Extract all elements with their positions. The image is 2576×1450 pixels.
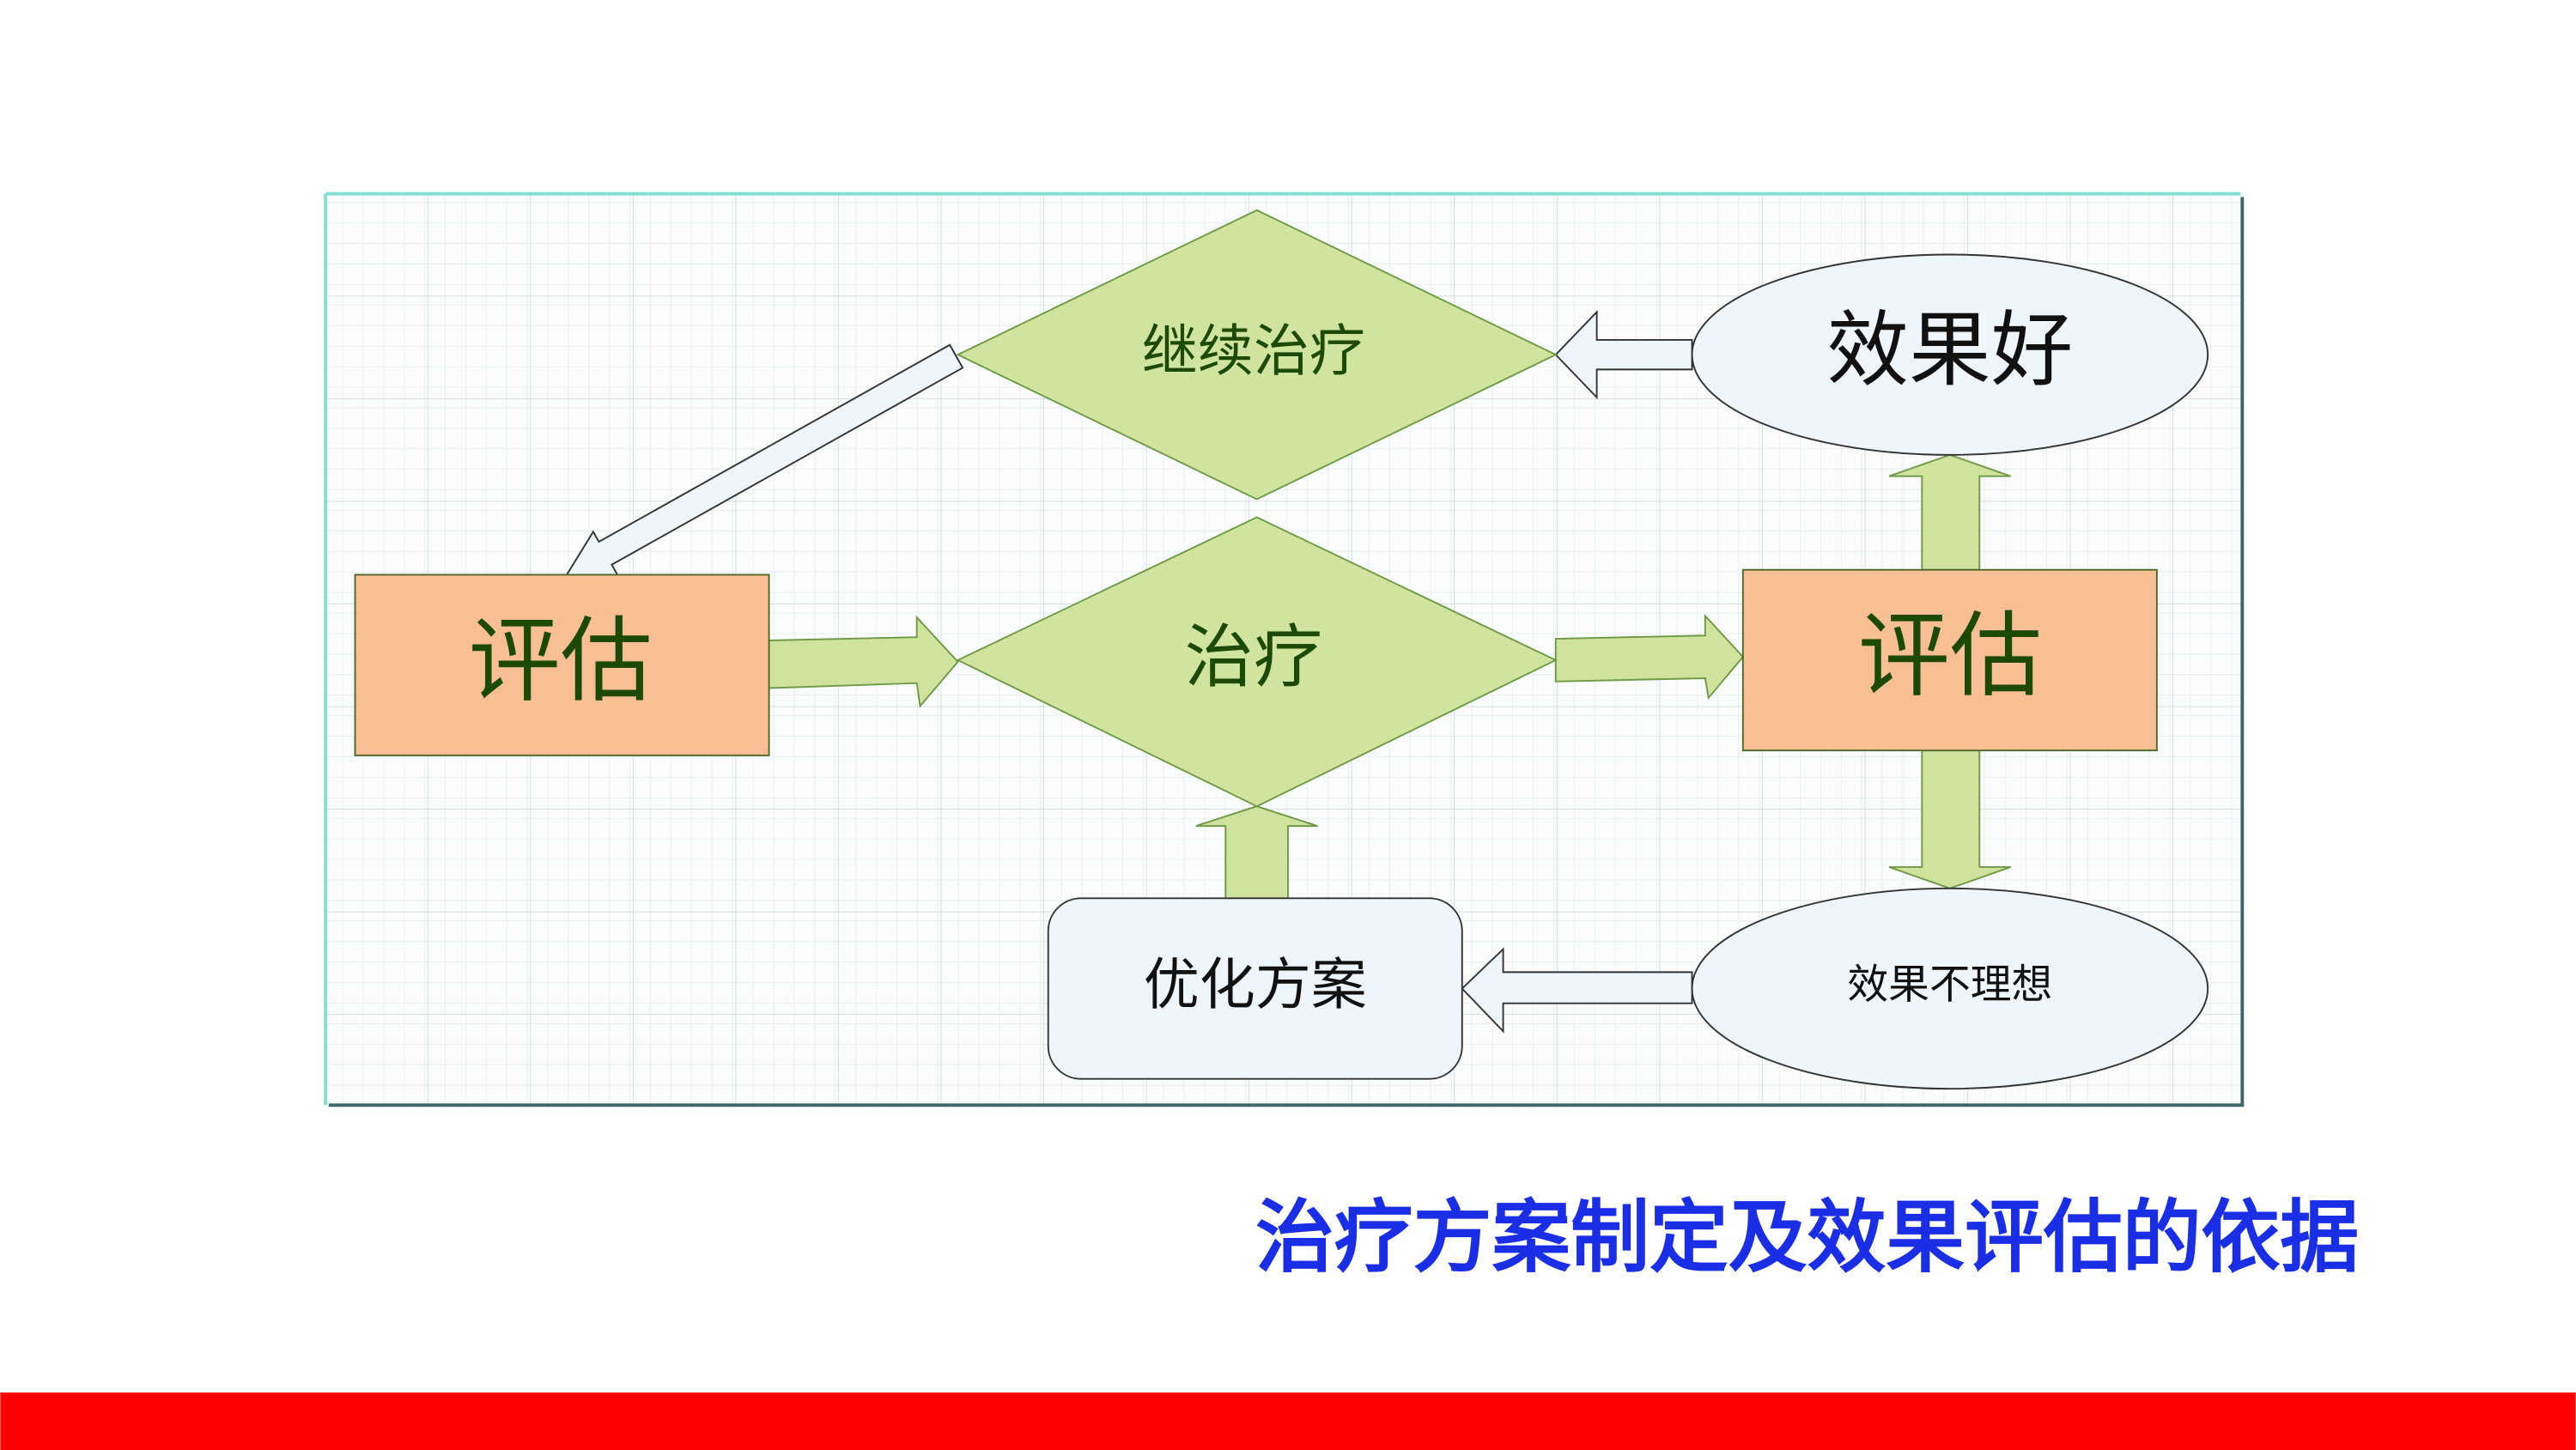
- footer-bar: [0, 1392, 2576, 1450]
- optimize-plan-label: 优化方案: [1144, 953, 1367, 1017]
- treatment-label: 治疗: [1184, 616, 1322, 697]
- arrow-poor-to-optimize: [1461, 947, 1693, 1034]
- arrow-good-to-continue: [1554, 310, 1693, 400]
- arrow-assess-to-good: [1888, 453, 2011, 571]
- decision-continue-treatment: 继续治疗: [956, 209, 1558, 501]
- poor-effect-label: 效果不理想: [1847, 962, 2052, 1009]
- good-effect-label: 效果好: [1826, 301, 2073, 397]
- ellipse-poor-effect: 效果不理想: [1691, 887, 2209, 1090]
- continue-treatment-label: 继续治疗: [1142, 319, 1365, 384]
- box-assess-left: 评估: [354, 573, 770, 756]
- arrow-optimize-to-treatment: [1195, 805, 1318, 900]
- assess-right-label: 评估: [1858, 604, 2042, 710]
- ellipse-good-effect: 效果好: [1691, 253, 2209, 456]
- arrow-treatment-to-assess: [1554, 613, 1745, 701]
- assess-left-label: 评估: [469, 609, 653, 715]
- arrow-continue-to-assess: [565, 343, 964, 576]
- box-optimize-plan: 优化方案: [1047, 897, 1463, 1080]
- arrow-assess-to-poor: [1888, 749, 2011, 889]
- decision-treatment: 治疗: [956, 516, 1558, 808]
- box-assess-right: 评估: [1741, 568, 2158, 752]
- arrow-assess-to-treatment: [768, 615, 959, 708]
- slide-caption: 治疗方案制定及效果评估的依据: [1255, 1192, 2359, 1283]
